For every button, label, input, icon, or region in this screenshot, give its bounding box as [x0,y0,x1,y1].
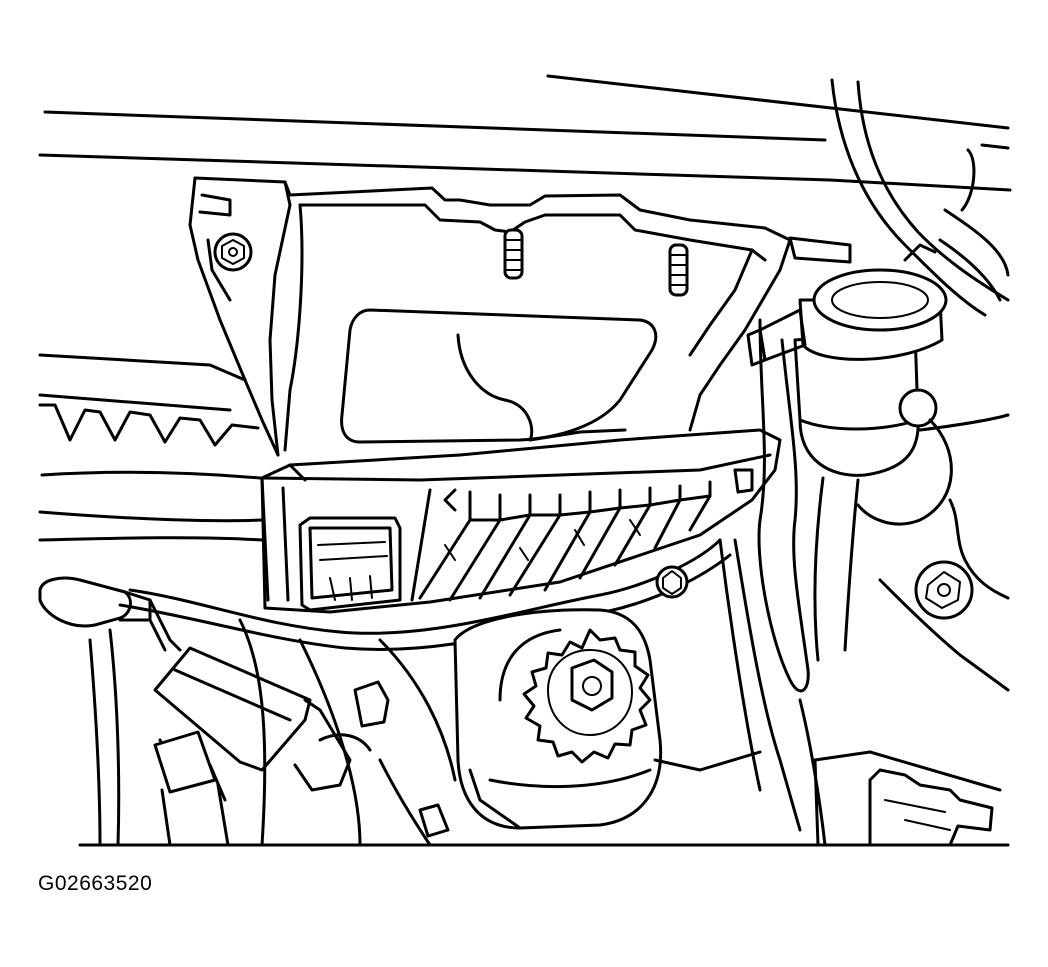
gear-cap-icon [522,628,652,764]
lower-left-fittings [88,618,457,847]
small-bolt-icon [655,565,689,599]
control-module [260,428,782,614]
stud-icon [503,228,524,280]
bottom-right-connector [813,750,1002,847]
hex-nut-icon [914,560,974,620]
left-tray [38,353,264,542]
bracket-bolt-icon [213,232,253,272]
module-fins [410,468,754,602]
module-connector-icon [298,516,402,612]
bracket-cavity [340,308,658,444]
bottom-edge [78,698,1010,847]
cowl-panel-lines [38,74,1012,317]
mounting-bracket [188,176,792,457]
stud-icon [668,243,689,297]
vacuum-hose [718,318,810,832]
right-structure [788,208,1010,692]
figure-id-label: G02663520 [38,872,153,895]
fluid-reservoir [746,268,953,662]
pulley-assembly [453,608,762,830]
